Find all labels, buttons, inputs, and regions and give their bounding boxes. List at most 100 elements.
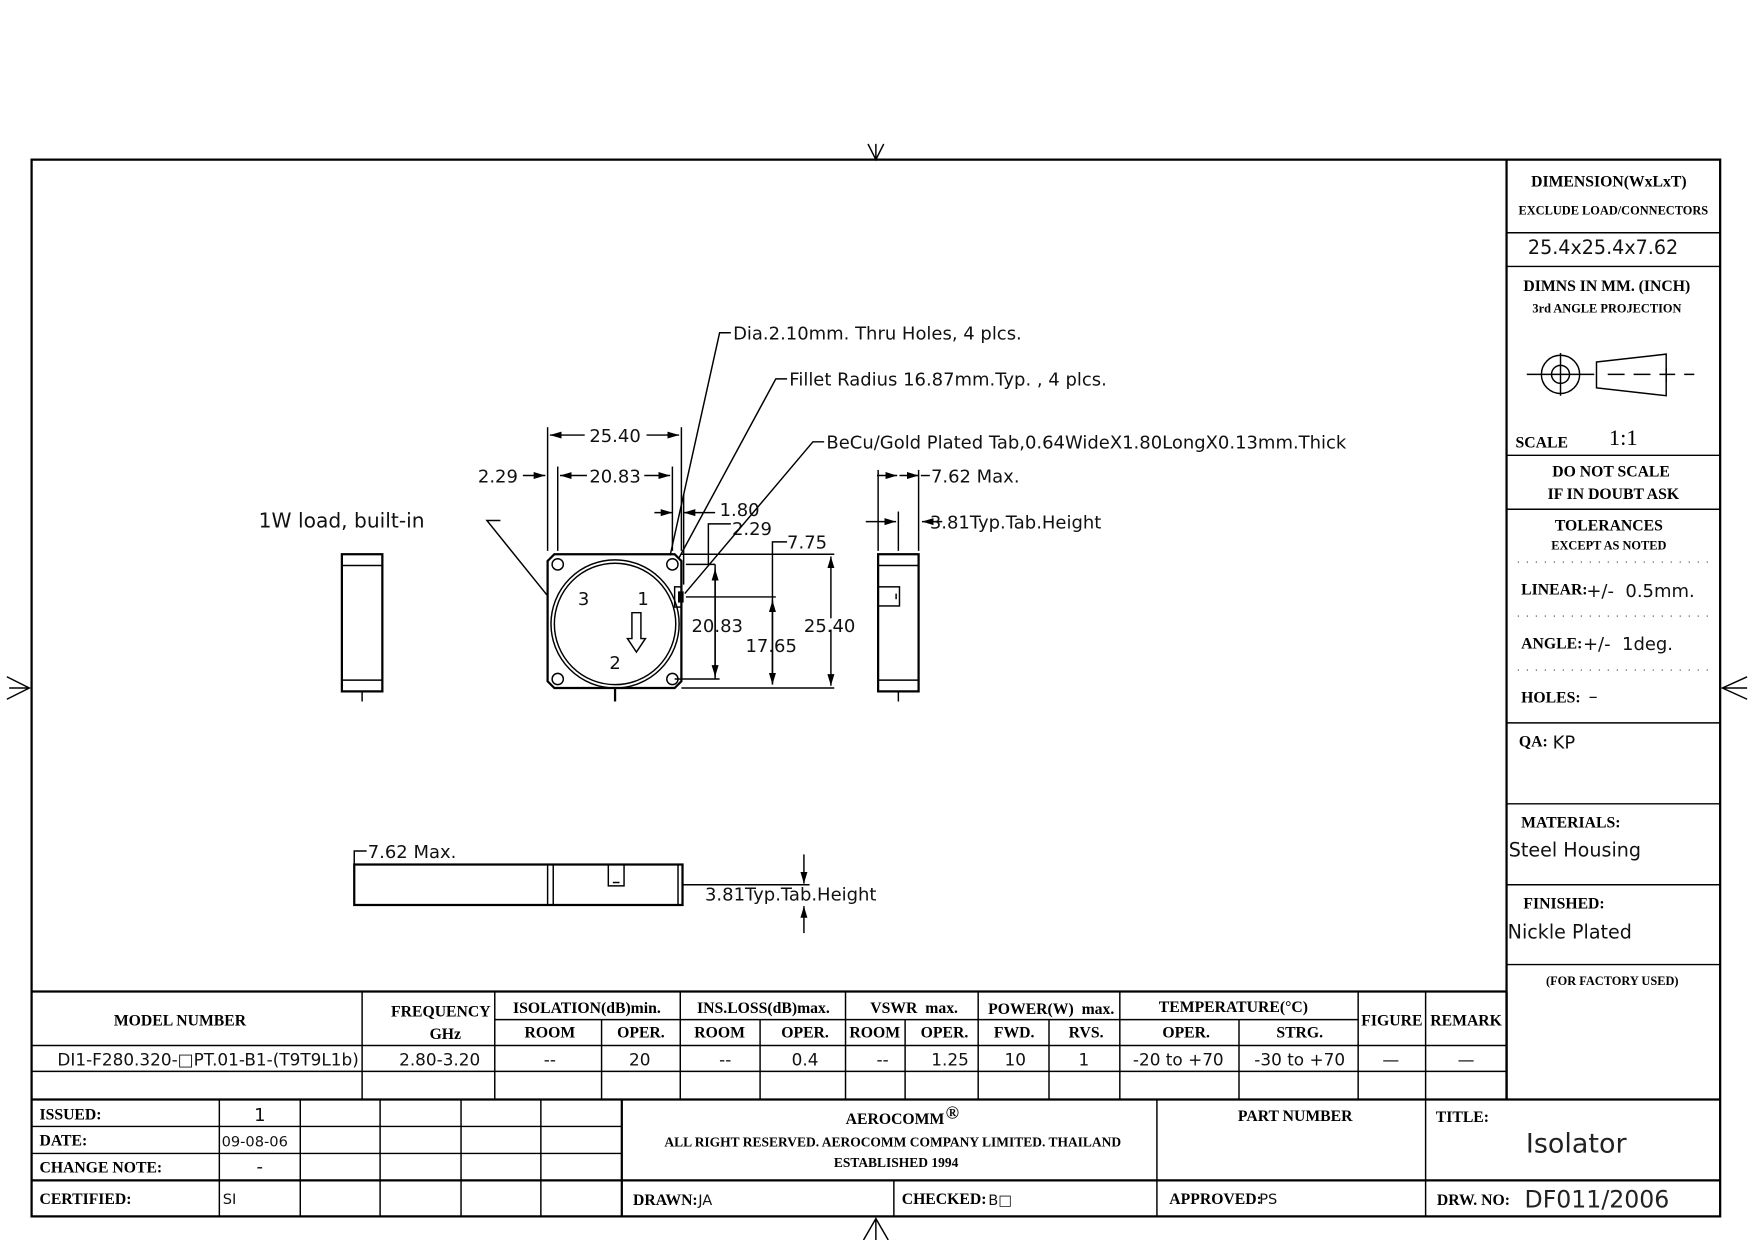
spec-row-cell: 10: [1005, 1050, 1026, 1070]
materials-label: MATERIALS:: [1521, 814, 1620, 831]
spec-row-cell: --: [877, 1050, 889, 1070]
dim-tab-offset: 1.80: [720, 500, 760, 521]
established-note: ESTABLISHED 1994: [834, 1155, 959, 1170]
header-frequency: FREQUENCY: [391, 1003, 491, 1020]
no-scale-note-1: DO NOT SCALE: [1552, 464, 1670, 481]
spec-row-cell: 2.80-3.20: [399, 1050, 480, 1070]
note-bottom-max-thickness: 7.62 Max.: [368, 842, 457, 863]
dimension-title: DIMENSION(WxLxT): [1531, 174, 1686, 191]
port-label: 2: [609, 653, 620, 674]
drawn-label: DRAWN:: [633, 1192, 698, 1209]
direction-arrow-icon: [626, 611, 647, 654]
checked-label: CHECKED:: [902, 1191, 987, 1208]
dim-width-overall: 25.40: [589, 426, 640, 447]
header-power: POWER(W) max.: [988, 1001, 1114, 1018]
note-tab-height: 3.81Typ.Tab.Height: [930, 512, 1101, 533]
subheader-cell: RVS.: [1069, 1025, 1104, 1042]
header-temperature: TEMPERATURE(°C): [1159, 999, 1308, 1016]
finished-value: Nickle Plated: [1508, 921, 1632, 944]
tolerances-subtitle: EXCEPT AS NOTED: [1551, 539, 1666, 553]
spec-row-cell: —: [1458, 1050, 1475, 1070]
subheader-cell: OPER.: [921, 1025, 969, 1042]
subheader-cell: OPER.: [617, 1025, 665, 1042]
title-block: [31, 1099, 1721, 1217]
angle-value: +/- 1deg.: [1583, 634, 1673, 655]
header-model-number: MODEL NUMBER: [114, 1012, 247, 1029]
centering-mark-bottom: [862, 1217, 889, 1240]
subheader-cell: STRG.: [1276, 1025, 1323, 1042]
holes-value: –: [1589, 687, 1598, 708]
centering-mark-left: [6, 676, 31, 700]
spec-row-cell: --: [544, 1050, 556, 1070]
third-angle-projection-icon: [1526, 353, 1695, 397]
header-frequency-unit: GHz: [430, 1026, 461, 1043]
dim-edge-offset-top: 2.29: [732, 519, 772, 540]
isolator-left-side-view: [340, 553, 384, 702]
centering-mark-right: [1720, 676, 1748, 700]
spec-row-cell: 20: [629, 1050, 650, 1070]
isolator-bottom-view: [353, 850, 810, 934]
certified-value: SI: [223, 1191, 237, 1208]
spec-row-cell: 1: [1078, 1050, 1089, 1070]
port-label: 1: [637, 589, 648, 610]
dim-tab-pos: 7.75: [787, 533, 827, 554]
approved-label: APPROVED:: [1169, 1191, 1262, 1208]
header-figure: FIGURE: [1361, 1012, 1422, 1029]
spec-table: [31, 990, 1721, 1101]
spec-row-cell: -20 to +70: [1133, 1050, 1224, 1070]
registered-mark: ®: [946, 1103, 959, 1123]
subheader-cell: ROOM: [849, 1025, 900, 1042]
certified-label: CERTIFIED:: [39, 1191, 131, 1208]
right-panel: [1505, 159, 1721, 1100]
subheader-cell: FWD.: [994, 1025, 1035, 1042]
issued-label: ISSUED:: [39, 1107, 101, 1124]
subheader-cell: ROOM: [694, 1025, 745, 1042]
date-value: 09-08-06: [222, 1134, 288, 1151]
dim-tab-to-bottom: 17.65: [745, 636, 796, 657]
note-bottom-tab-height: 3.81Typ.Tab.Height: [705, 884, 876, 905]
change-note-label: CHANGE NOTE:: [39, 1160, 162, 1177]
isolator-right-side-view: [865, 469, 943, 702]
units-title: DIMNS IN MM. (INCH): [1523, 278, 1690, 295]
header-remark: REMARK: [1430, 1012, 1502, 1029]
qa-label: QA:: [1519, 733, 1548, 750]
dimension-subtitle: EXCLUDE LOAD/CONNECTORS: [1519, 204, 1709, 218]
drawing-number-value: DF011/2006: [1525, 1185, 1670, 1213]
drawing-number-label: DRW. NO:: [1437, 1192, 1510, 1209]
dimension-value: 25.4x25.4x7.62: [1528, 236, 1678, 259]
isolator-top-view: 1 2 3: [546, 553, 684, 702]
materials-value: Steel Housing: [1509, 839, 1641, 862]
holes-label: HOLES:: [1521, 690, 1580, 707]
spec-row-cell: —: [1382, 1050, 1399, 1070]
tolerances-title: TOLERANCES: [1555, 518, 1663, 535]
scale-value: 1:1: [1609, 425, 1638, 450]
note-load: 1W load, built-in: [259, 508, 425, 532]
mounting-hole: [666, 558, 679, 571]
header-insertion-loss: INS.LOSS(dB)max.: [697, 1000, 830, 1017]
header-vswr: VSWR max.: [870, 1000, 958, 1017]
subheader-cell: ROOM: [525, 1025, 576, 1042]
angle-label: ANGLE:: [1521, 636, 1582, 653]
finished-label: FINISHED:: [1523, 895, 1604, 912]
rights-notice: ALL RIGHT RESERVED. AEROCOMM COMPANY LIM…: [664, 1135, 1121, 1150]
factory-use-label: (FOR FACTORY USED): [1546, 974, 1679, 988]
spec-row-cell: -30 to +70: [1254, 1050, 1345, 1070]
subheader-cell: OPER.: [1162, 1025, 1210, 1042]
centering-mark-top: [867, 143, 885, 162]
subheader-cell: OPER.: [781, 1025, 829, 1042]
header-isolation: ISOLATION(dB)min.: [513, 1000, 661, 1017]
spec-row-cell: --: [719, 1050, 731, 1070]
drawn-value: JA: [697, 1192, 712, 1209]
dim-hole-spacing-v: 20.83: [692, 616, 743, 637]
title-value: Isolator: [1526, 1128, 1628, 1159]
scale-label: SCALE: [1516, 434, 1568, 451]
projection-label: 3rd ANGLE PROJECTION: [1532, 302, 1681, 316]
dimension-lines: [522, 427, 835, 689]
note-tab-material: BeCu/Gold Plated Tab,0.64WideX1.80LongX0…: [826, 433, 1346, 454]
dim-hole-spacing-h: 20.83: [589, 466, 640, 487]
spec-row-cell: DI1-F280.320-□PT.01-B1-(T9T9L1b): [57, 1050, 358, 1070]
part-number-label: PART NUMBER: [1238, 1108, 1353, 1125]
change-note-value: -: [257, 1157, 263, 1178]
spec-row-cell: 0.4: [792, 1050, 819, 1070]
date-label: DATE:: [39, 1133, 87, 1150]
